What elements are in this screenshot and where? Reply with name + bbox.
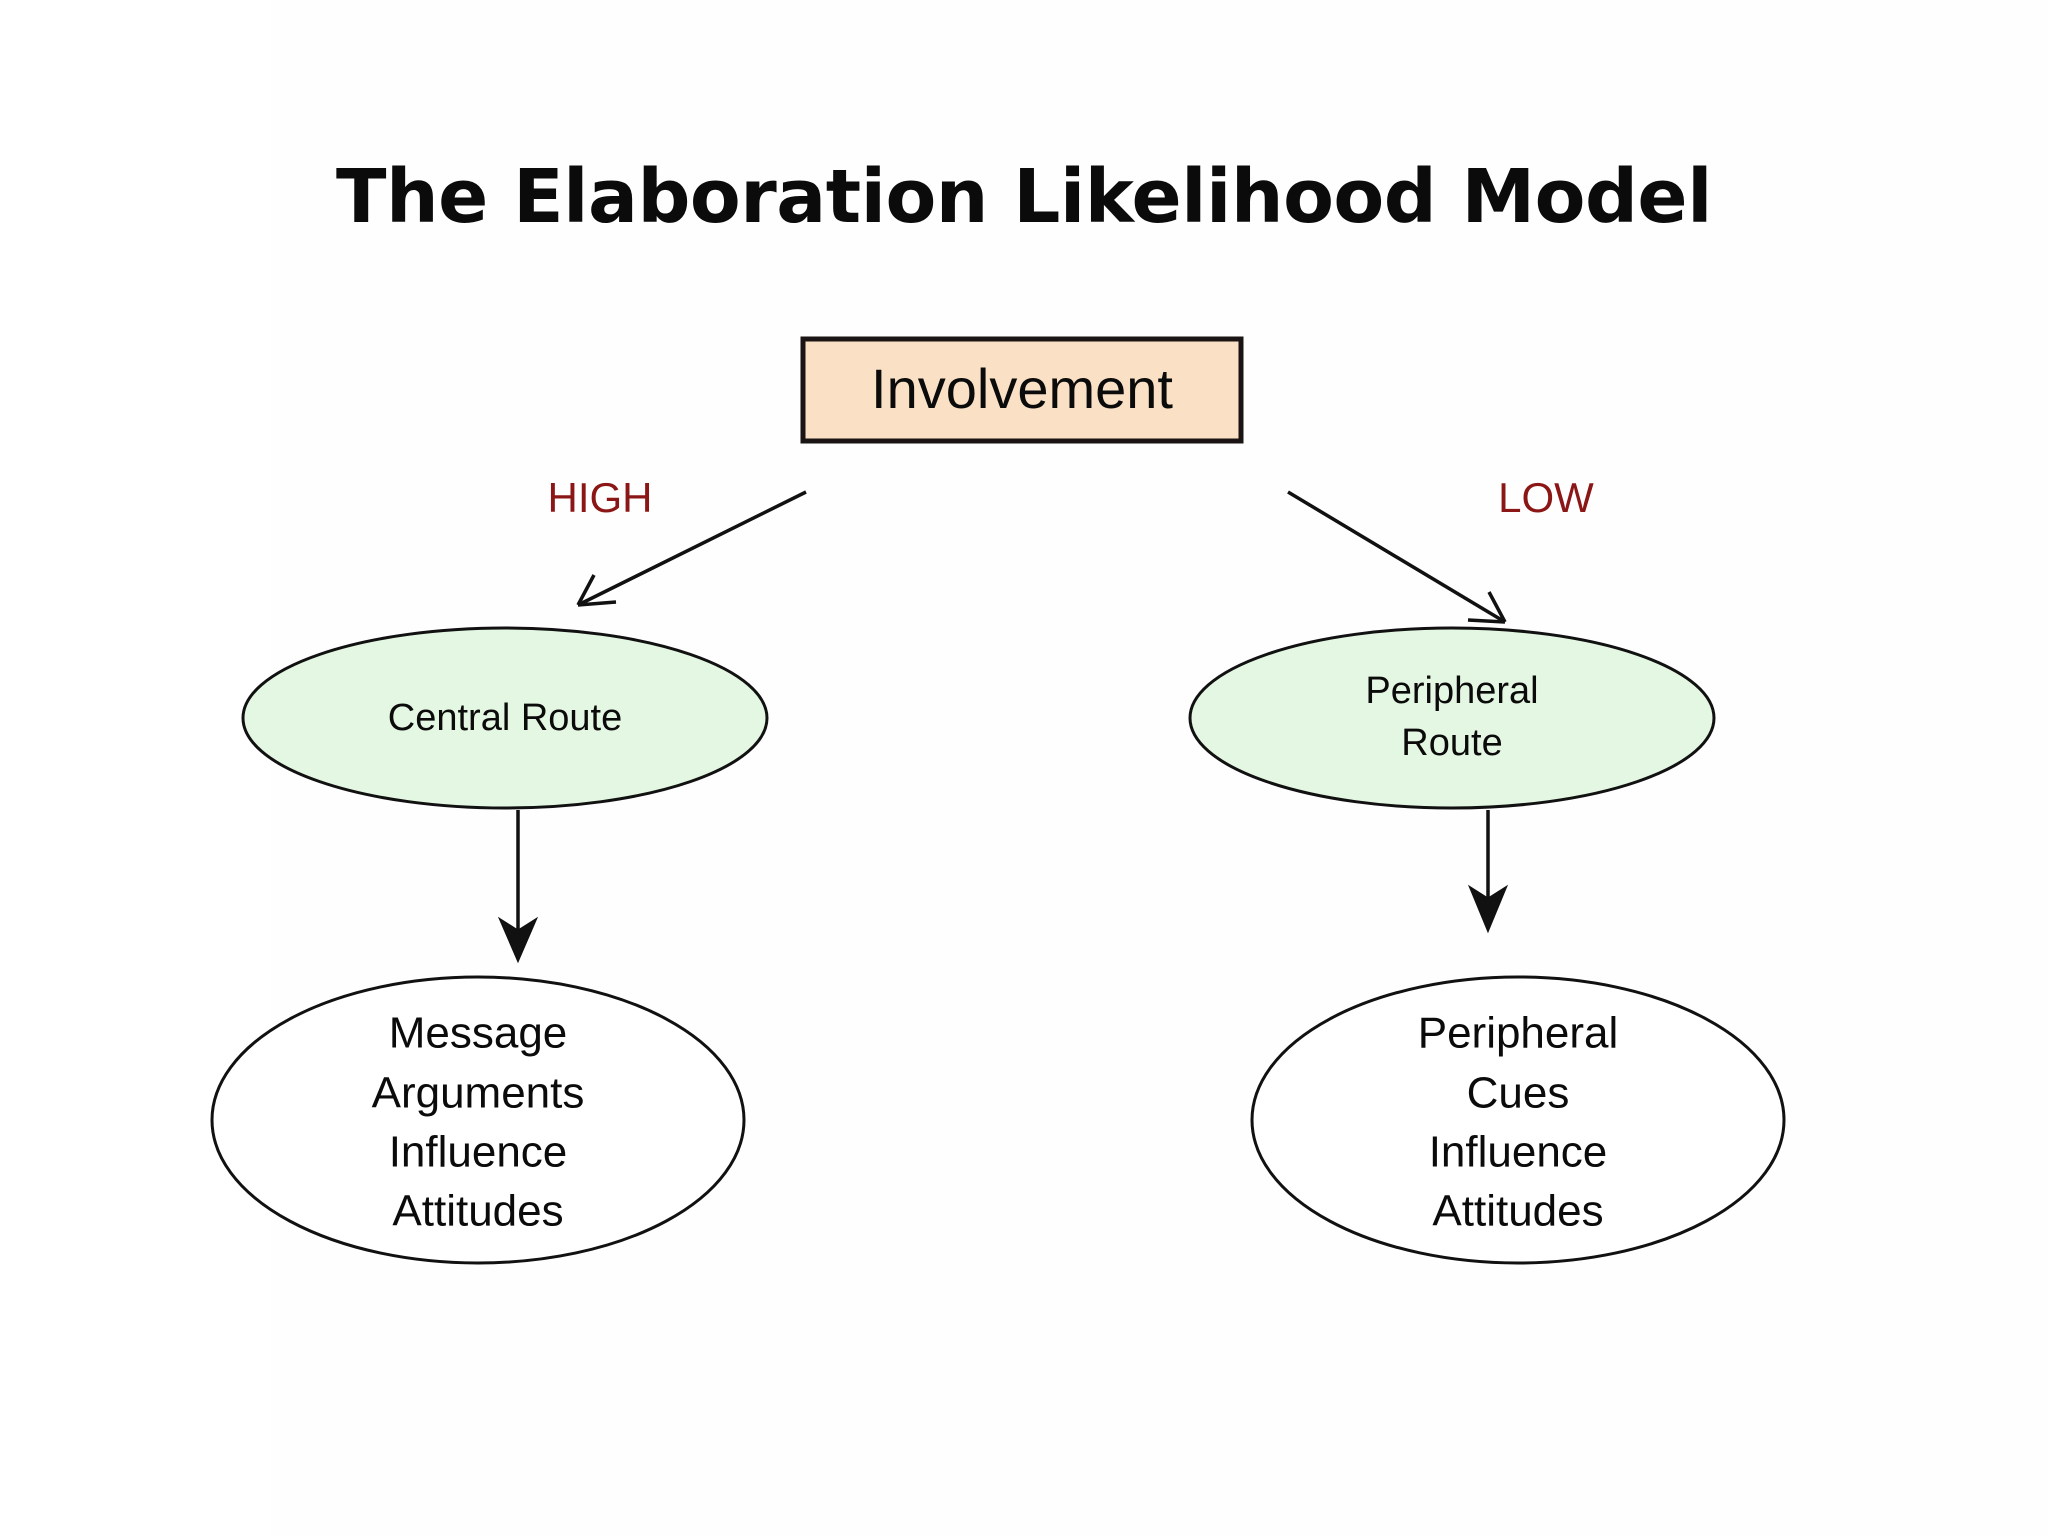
central-route-ellipse-shape [241,626,769,810]
central-outcome-label-line-3: Influence [389,1128,568,1177]
peripheral-outcome-label-line-1: Peripheral [1418,1009,1619,1058]
peripheral-outcome-label-line-3: Influence [1429,1128,1608,1177]
page-title: The Elaboration Likelihood Model [336,154,1712,240]
peripheral-route-ellipse-shape [1188,626,1716,810]
central-outcome-ellipse-shape [210,975,746,1265]
central-outcome-label-line-2: Arguments [372,1069,585,1118]
central-outcome-label-line-1: Message [389,1009,568,1058]
central-route-label: Central Route [388,697,622,739]
peripheral-route-label-line-2: Route [1401,722,1502,764]
connector-involvement-to-peripheral-route [1287,490,1507,624]
connector-peripheral-route-to-outcome [1467,810,1509,934]
involvement-label: Involvement [871,357,1173,420]
central-outcome-label-line-4: Attitudes [392,1187,563,1236]
involvement-box-shape [800,336,1244,444]
peripheral-outcome-label-line-4: Attitudes [1432,1187,1603,1236]
peripheral-outcome-ellipse-shape [1250,975,1786,1265]
branch-label-high: HIGH [548,474,653,521]
connector-central-route-to-outcome [497,810,539,964]
central-route-node[interactable]: Central Route [241,626,769,810]
connector-involvement-to-central-route [576,490,807,607]
peripheral-route-node[interactable]: Peripheral Route [1188,626,1716,810]
branch-label-low: LOW [1498,474,1594,521]
central-outcome-node[interactable]: Message Arguments Influence Attitudes [210,975,746,1265]
involvement-node[interactable]: Involvement [800,336,1244,444]
peripheral-outcome-node[interactable]: Peripheral Cues Influence Attitudes [1250,975,1786,1265]
peripheral-route-label-line-1: Peripheral [1365,670,1538,712]
peripheral-outcome-label-line-2: Cues [1467,1069,1570,1118]
